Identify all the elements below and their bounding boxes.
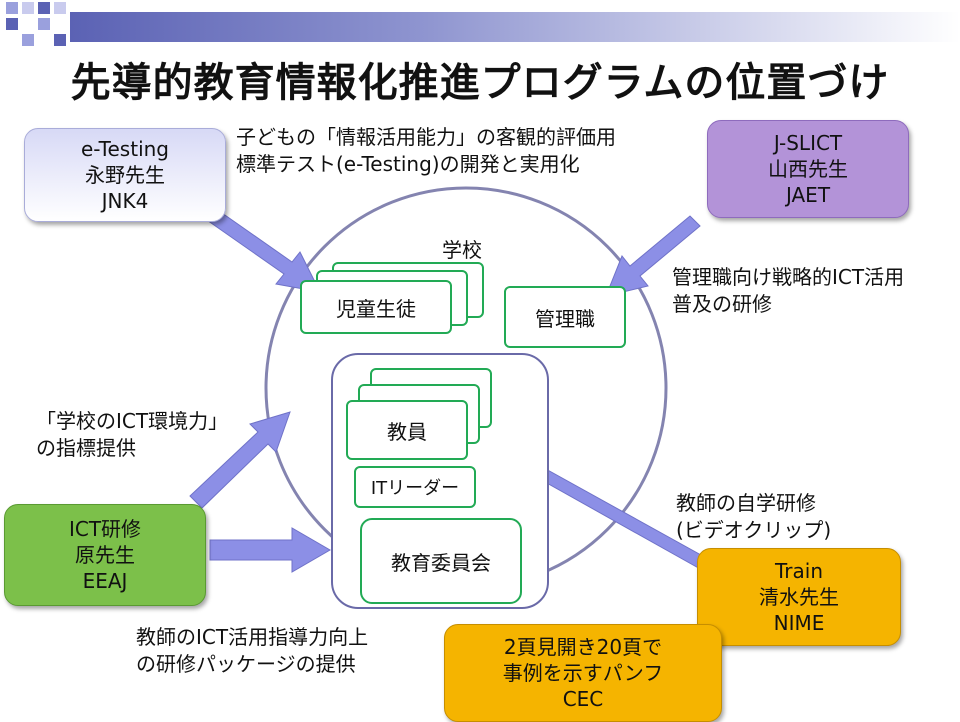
decor-square: [22, 34, 34, 46]
ict-person: 原先生: [75, 543, 135, 567]
ict-training-desc-line1: 教師のICT活用指導力向上: [136, 625, 369, 649]
train-desc-line1: 教師の自学研修: [676, 491, 816, 515]
train-person: 清水先生: [759, 585, 839, 609]
ict-box: ICT研修 原先生 EEAJ: [4, 504, 206, 606]
etest-desc: 子どもの「情報活用能力」の客観的評価用 標準テスト(e-Testing)の開発と…: [236, 124, 616, 178]
etesting-org: JNK4: [101, 189, 149, 213]
etesting-person: 永野先生: [85, 163, 165, 187]
school-label: 学校: [442, 238, 482, 262]
cec-org: CEC: [562, 687, 604, 711]
decor-square: [38, 2, 50, 14]
ict-env-desc-line1: 「学校のICT環境力」: [36, 409, 229, 433]
decor-square: [38, 18, 50, 30]
etest-desc-line1: 子どもの「情報活用能力」の客観的評価用: [236, 125, 616, 149]
ict-title: ICT研修: [68, 517, 142, 541]
ict-env-desc: 「学校のICT環境力」 の指標提供: [36, 408, 228, 462]
jslict-org: JAET: [785, 183, 831, 207]
train-box: Train 清水先生 NIME: [697, 548, 901, 646]
title-bar: [70, 12, 960, 42]
arrow-etest-to-students: [203, 205, 321, 293]
arrow-ict-to-board: [209, 527, 331, 573]
students-card: 児童生徒: [300, 280, 452, 334]
ict-org: EEAJ: [82, 569, 128, 593]
decor-square: [54, 34, 66, 46]
it-leader-card: ITリーダー: [354, 466, 476, 508]
train-desc: 教師の自学研修 (ビデオクリップ): [676, 490, 831, 544]
decor-square: [6, 18, 18, 30]
etesting-title: e-Testing: [81, 137, 169, 161]
cec-box: 2頁見開き20頁で 事例を示すパンフ CEC: [444, 624, 722, 722]
jslict-title: J-SLICT: [773, 131, 843, 155]
jslict-desc-line2: 普及の研修: [672, 292, 772, 316]
ict-env-desc-line2: の指標提供: [36, 436, 136, 460]
train-title: Train: [775, 559, 823, 583]
jslict-box: J-SLICT 山西先生 JAET: [707, 120, 909, 218]
decor-square: [54, 2, 66, 14]
jslict-desc-line1: 管理職向け戦略的ICT活用: [672, 265, 905, 289]
jslict-person: 山西先生: [768, 157, 848, 181]
train-org: NIME: [773, 611, 825, 635]
jslict-desc: 管理職向け戦略的ICT活用 普及の研修: [672, 264, 904, 318]
cec-line1: 2頁見開き20頁で: [503, 635, 663, 659]
admin-card: 管理職: [504, 286, 626, 348]
etesting-box: e-Testing 永野先生 JNK4: [24, 128, 226, 222]
cec-line2: 事例を示すパンフ: [502, 661, 664, 685]
ict-training-desc: 教師のICT活用指導力向上 の研修パッケージの提供: [136, 624, 368, 678]
page-title: 先導的教育情報化推進プログラムの位置づけ: [70, 60, 890, 106]
arrow-ict-to-school: [189, 411, 291, 509]
ict-training-desc-line2: の研修パッケージの提供: [136, 652, 356, 676]
decor-square: [6, 2, 18, 14]
arrow-jslict-to-admin: [605, 215, 701, 297]
etest-desc-line2: 標準テスト(e-Testing)の開発と実用化: [236, 152, 580, 176]
teachers-card: 教員: [346, 400, 468, 460]
decor-square: [22, 2, 34, 14]
train-desc-line2: (ビデオクリップ): [676, 518, 832, 542]
board-card: 教育委員会: [360, 518, 522, 604]
